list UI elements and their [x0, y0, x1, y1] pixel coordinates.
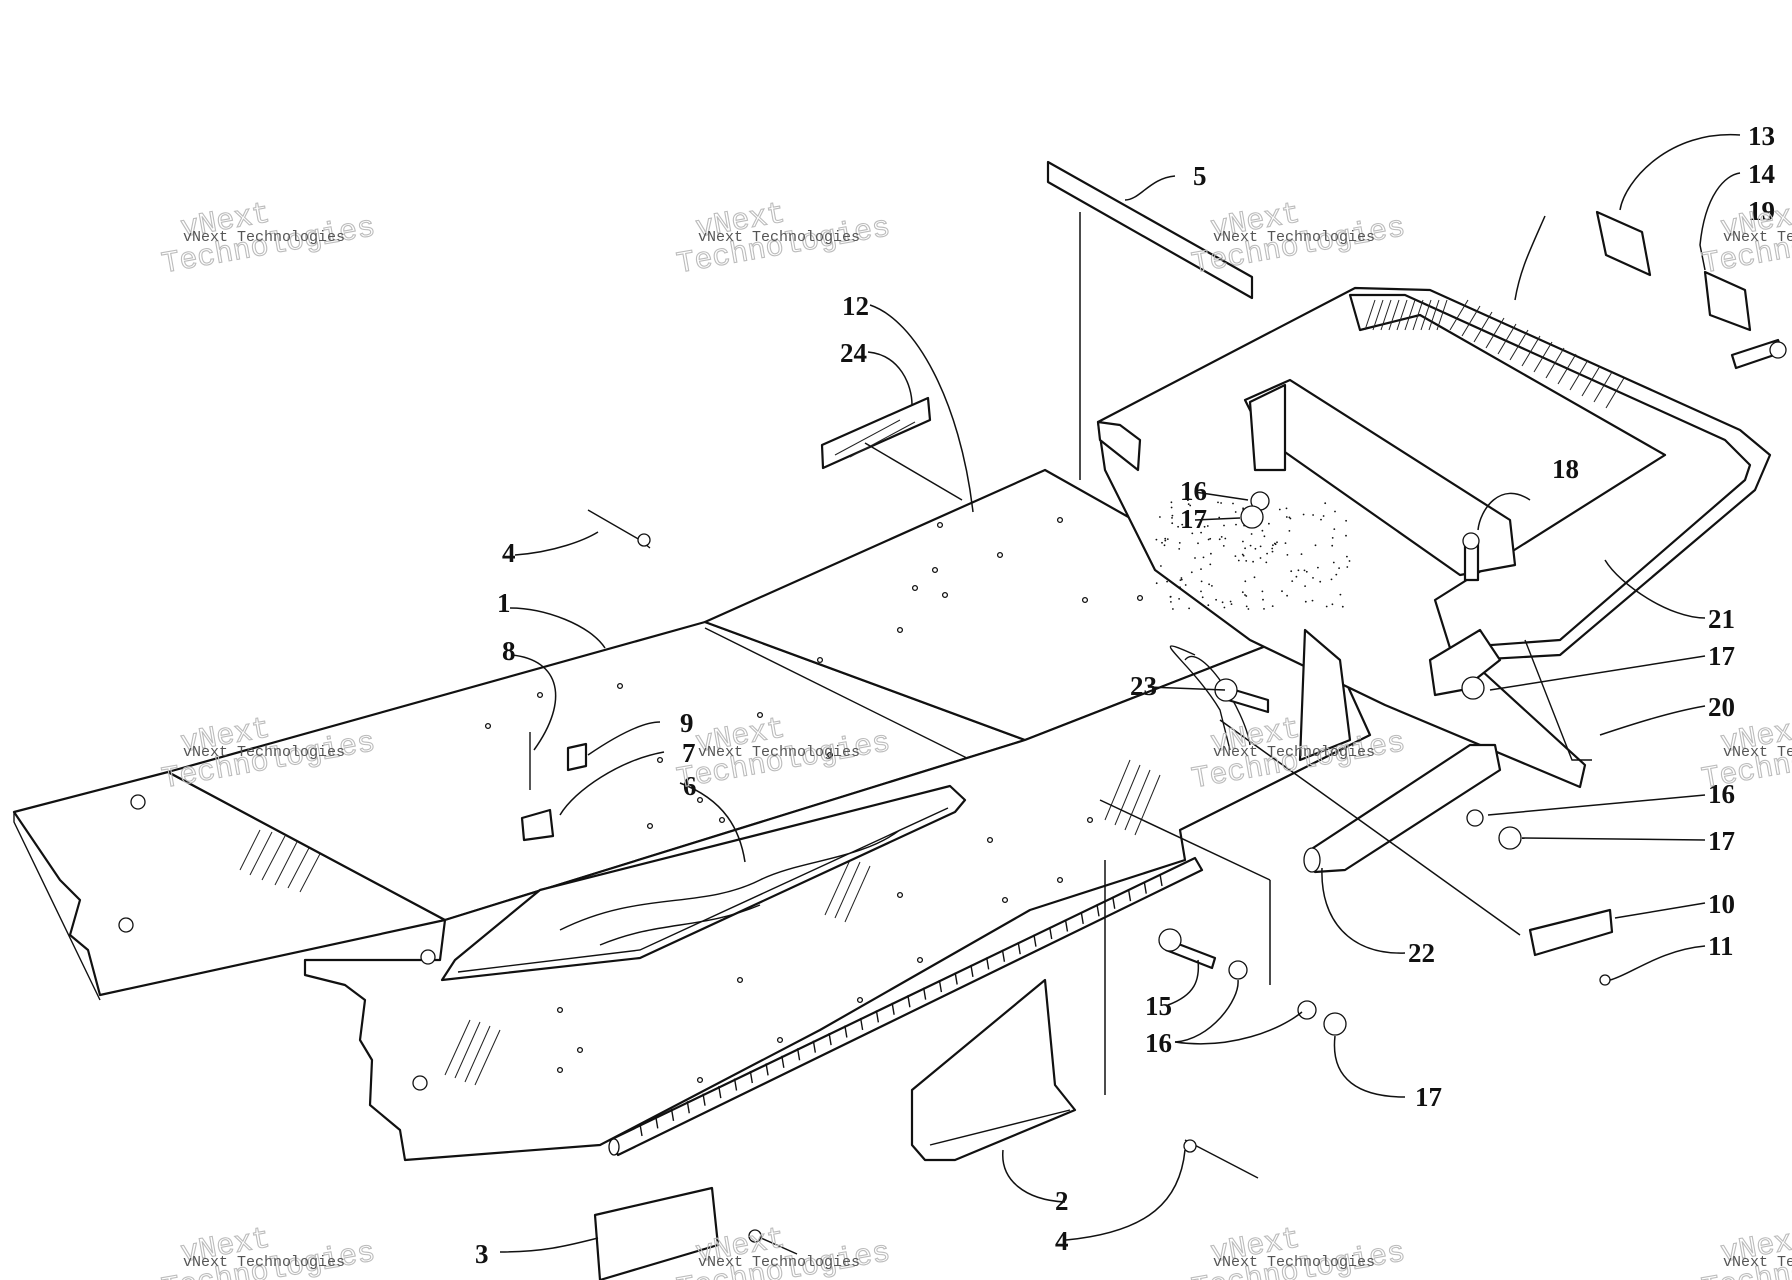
callout-11: 11 [1708, 931, 1734, 961]
callout-3: 3 [475, 1239, 489, 1269]
svg-text:vNext Technologies: vNext Technologies [1723, 744, 1792, 761]
nut-17-d [1323, 1012, 1347, 1036]
svg-text:vNext Technologies: vNext Technologies [1723, 229, 1792, 246]
running-board [440, 784, 967, 982]
callout-24: 24 [840, 338, 867, 368]
callout-10: 10 [1708, 889, 1735, 919]
callout-17: 17 [1180, 504, 1207, 534]
reflector-10 [1528, 908, 1614, 957]
svg-text:vNext Technologies: vNext Technologies [1213, 744, 1375, 761]
callout-18: 18 [1552, 454, 1579, 484]
callout-4: 4 [502, 538, 516, 568]
svg-text:vNext Technologies: vNext Technologies [698, 229, 860, 246]
callout-5: 5 [1193, 161, 1207, 191]
callout-9: 9 [680, 708, 694, 738]
callout-12: 12 [842, 291, 869, 321]
callout-labels: 1 2 3 4 4 5 6 7 8 9 10 11 12 13 14 15 16… [475, 121, 1775, 1269]
rivet-4-b [1184, 1139, 1259, 1179]
callout-23: 23 [1130, 671, 1157, 701]
nut-17-a [1240, 505, 1264, 529]
reflector-13 [1595, 210, 1652, 277]
callout-13: 13 [1748, 121, 1775, 151]
callout-1: 1 [497, 588, 511, 618]
reflector-14 [1703, 270, 1752, 332]
nut-17-c [1498, 826, 1522, 850]
callout-4: 4 [1055, 1226, 1069, 1256]
axle-22 [1308, 743, 1502, 874]
svg-text:vNext Technologies: vNext Technologies [1213, 229, 1375, 246]
washer-16-b [1466, 809, 1484, 827]
svg-text:vNext Technologies: vNext Technologies [183, 744, 345, 761]
callout-19: 19 [1748, 196, 1775, 226]
bracket-2 [910, 978, 1077, 1162]
washer-16-d [1297, 1000, 1317, 1020]
callout-15: 15 [1145, 991, 1172, 1021]
callout-17: 17 [1415, 1082, 1442, 1112]
nut-17-b [1461, 676, 1485, 700]
svg-text:vNext Technologies: vNext Technologies [698, 1254, 860, 1271]
callout-2: 2 [1055, 1186, 1069, 1216]
callout-14: 14 [1748, 159, 1775, 189]
plate-3 [593, 1186, 720, 1280]
washer-16-c [1228, 960, 1248, 980]
callout-22: 22 [1408, 938, 1435, 968]
clip-7 [520, 808, 555, 842]
screw-11 [1599, 974, 1611, 986]
callout-17: 17 [1708, 641, 1735, 671]
callout-16: 16 [1145, 1028, 1172, 1058]
tunnel-assembly [12, 468, 1372, 1162]
strip-5 [1046, 160, 1254, 300]
callout-16: 16 [1708, 779, 1735, 809]
callout-16: 16 [1180, 476, 1207, 506]
svg-text:vNext Technologies: vNext Technologies [1723, 1254, 1792, 1271]
callout-21: 21 [1708, 604, 1735, 634]
clip-9 [566, 742, 588, 772]
callout-8: 8 [502, 636, 516, 666]
svg-text:vNext Technologies: vNext Technologies [1213, 1254, 1375, 1271]
svg-text:vNext Technologies: vNext Technologies [698, 744, 860, 761]
callout-20: 20 [1708, 692, 1735, 722]
callout-17: 17 [1708, 826, 1735, 856]
svg-text:vNext Technologies: vNext Technologies [183, 229, 345, 246]
callout-6: 6 [683, 771, 697, 801]
bracket-plate [1298, 628, 1352, 762]
rear-bumper [1096, 286, 1772, 789]
leader-lines [499, 134, 1741, 1253]
svg-text:vNext Technologies: vNext Technologies [183, 1254, 345, 1271]
callout-7: 7 [682, 738, 696, 768]
